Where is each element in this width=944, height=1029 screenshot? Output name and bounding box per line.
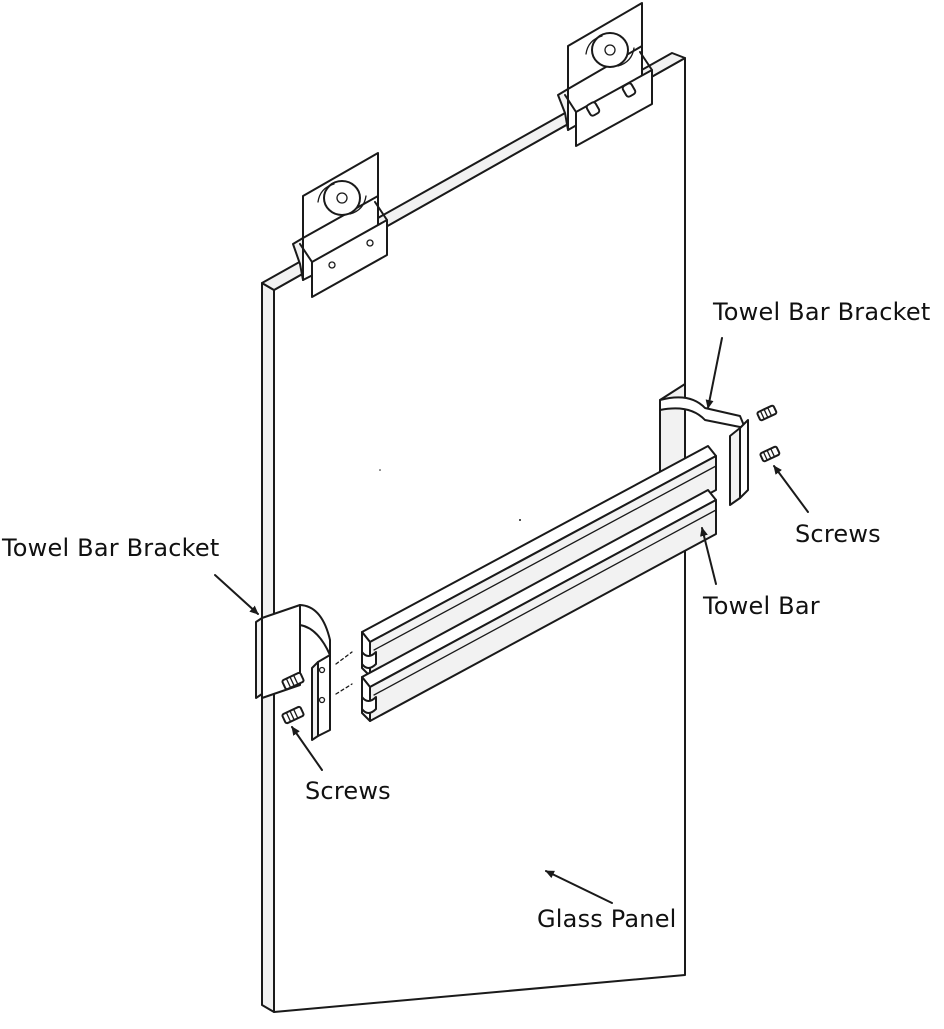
arrow-glass-panel: [545, 870, 613, 904]
arrow-towel-bar-bracket-top: [705, 337, 723, 409]
arrow-screws-right: [773, 465, 809, 513]
arrow-screws-left: [291, 726, 323, 771]
label-screws-right: Screws: [795, 520, 881, 548]
screws-right: [756, 404, 781, 463]
leader-arrows: [214, 337, 809, 904]
towel-bar: [361, 445, 717, 722]
hinge-clamp-left: [292, 152, 388, 298]
label-glass-panel: Glass Panel: [537, 905, 677, 933]
arrow-towel-bar-bracket-left: [214, 574, 259, 615]
label-towel-bar-bracket-left: Towel Bar Bracket: [2, 534, 220, 562]
label-towel-bar-bracket-top: Towel Bar Bracket: [713, 298, 931, 326]
label-towel-bar: Towel Bar: [703, 592, 820, 620]
hinge-clamp-right: [557, 2, 653, 147]
towel-bar-bracket-left: [255, 604, 353, 741]
label-screws-left: Screws: [305, 777, 391, 805]
screws-left: [281, 671, 305, 725]
arrow-towel-bar: [700, 527, 717, 585]
